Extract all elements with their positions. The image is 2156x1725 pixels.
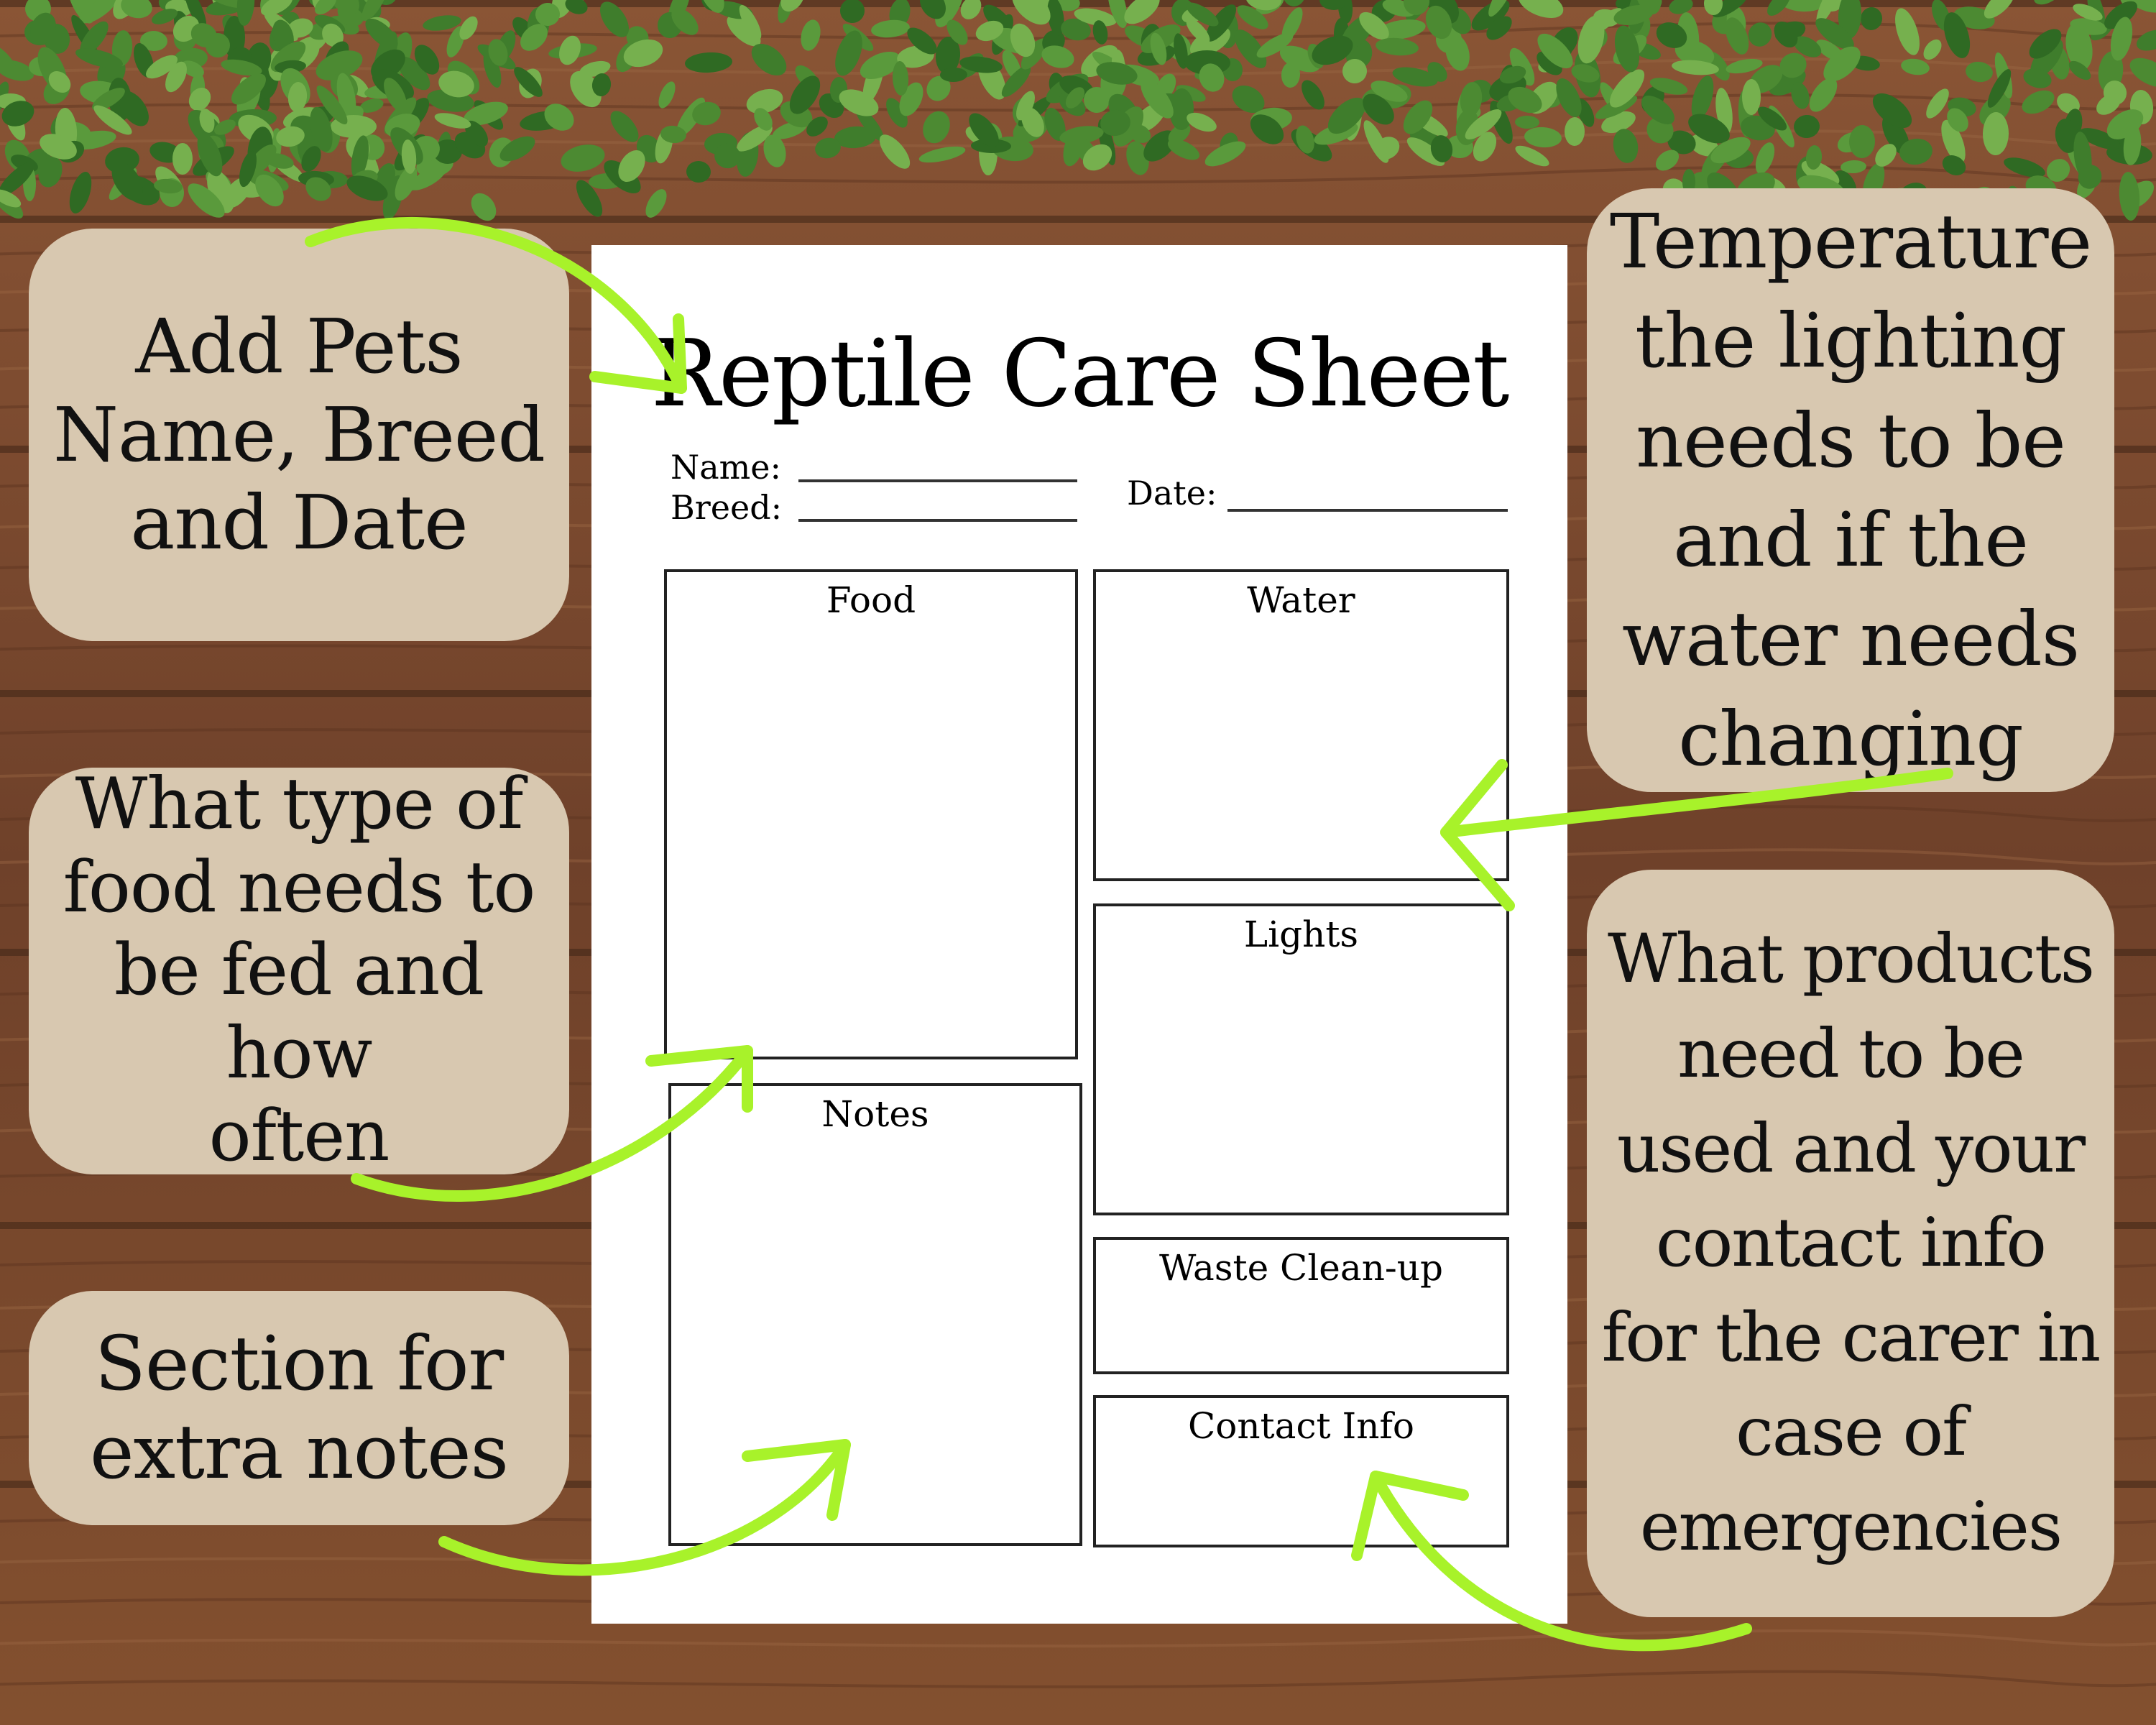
callout-line: food needs to bbox=[63, 846, 536, 929]
food-box-label: Food bbox=[826, 579, 916, 621]
lights-box-label: Lights bbox=[1243, 914, 1359, 955]
callout-line: Temperature bbox=[1609, 198, 2092, 286]
callout-line: needs to be bbox=[1636, 396, 2066, 484]
callout-line: Section for bbox=[94, 1320, 505, 1408]
vine-leaves bbox=[0, 0, 2156, 221]
name-label: Name: bbox=[671, 448, 782, 487]
callout-line: What products bbox=[1608, 920, 2095, 999]
callout-notes: Section for extra notes bbox=[29, 1291, 569, 1525]
lights-box: Lights bbox=[1093, 903, 1509, 1215]
callout-line: often bbox=[208, 1095, 390, 1174]
water-box-label: Water bbox=[1247, 579, 1355, 621]
callout-products: What products need to be used and your c… bbox=[1587, 870, 2114, 1617]
callout-temperature: Temperature the lighting needs to be and… bbox=[1587, 188, 2114, 792]
callout-line: Add Pets bbox=[135, 302, 463, 390]
notes-box-label: Notes bbox=[821, 1093, 929, 1135]
notes-box: Notes bbox=[668, 1083, 1082, 1546]
breed-line bbox=[798, 519, 1077, 522]
callout-line: contact info bbox=[1656, 1204, 2047, 1283]
callout-line: case of bbox=[1736, 1393, 1967, 1472]
callout-line: used and your bbox=[1616, 1109, 2086, 1188]
date-line bbox=[1227, 509, 1508, 512]
callout-line: Name, Breed bbox=[52, 390, 545, 479]
callout-line: emergencies bbox=[1639, 1487, 2063, 1566]
waste-box-label: Waste Clean-up bbox=[1158, 1247, 1444, 1289]
contact-box-label: Contact Info bbox=[1187, 1405, 1414, 1447]
waste-box: Waste Clean-up bbox=[1093, 1237, 1509, 1374]
food-box: Food bbox=[664, 569, 1078, 1059]
contact-box: Contact Info bbox=[1093, 1395, 1509, 1547]
callout-line: need to be bbox=[1677, 1015, 2025, 1094]
name-line bbox=[798, 479, 1077, 482]
callout-pet-info: Add Pets Name, Breed and Date bbox=[29, 229, 569, 641]
care-sheet-page: Reptile Care Sheet Name: Breed: Date: Fo… bbox=[591, 245, 1567, 1624]
callout-line: and if the bbox=[1673, 496, 2029, 584]
callout-line: the lighting bbox=[1634, 297, 2067, 385]
callout-line: changing bbox=[1678, 694, 2024, 783]
callout-line: be fed and how bbox=[114, 929, 484, 1095]
callout-line: and Date bbox=[130, 479, 468, 567]
breed-label: Breed: bbox=[671, 488, 783, 527]
date-label: Date: bbox=[1127, 474, 1217, 512]
callout-line: What type of bbox=[75, 768, 524, 845]
callout-line: water needs bbox=[1621, 595, 2080, 684]
sheet-title: Reptile Care Sheet bbox=[650, 321, 1510, 428]
water-box: Water bbox=[1093, 569, 1509, 881]
callout-line: extra notes bbox=[89, 1408, 509, 1496]
callout-food: What type of food needs to be fed and ho… bbox=[29, 768, 569, 1174]
callout-line: for the carer in bbox=[1601, 1298, 2101, 1377]
